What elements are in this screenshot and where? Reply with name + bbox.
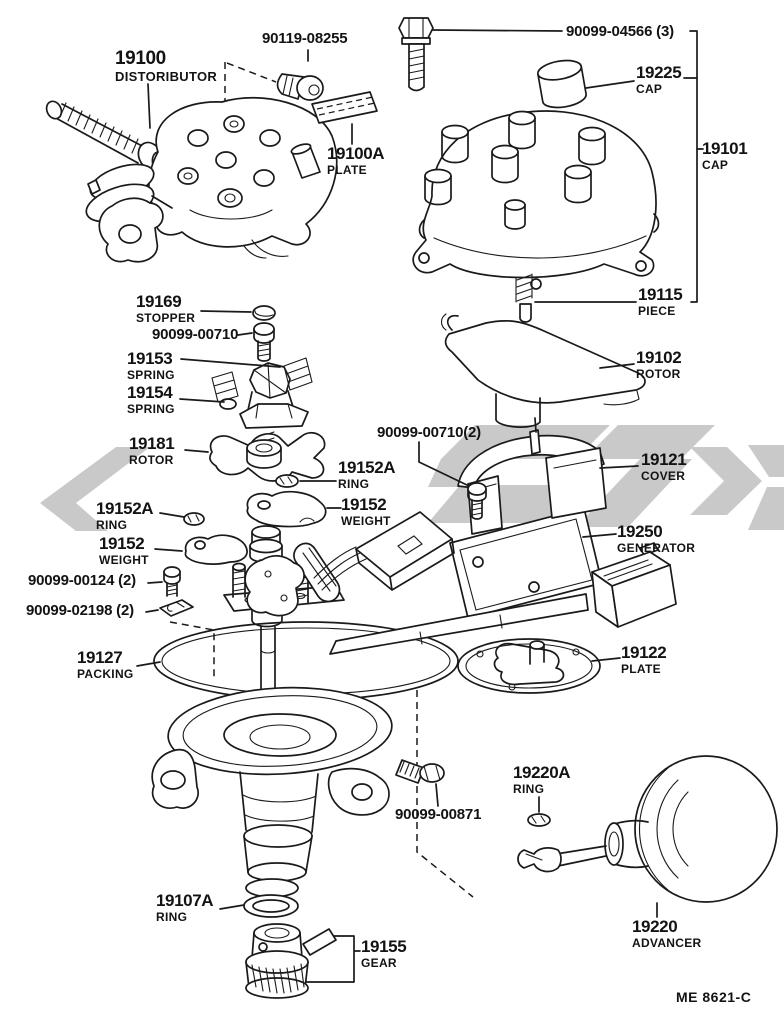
ring-19107a-drawing xyxy=(219,878,299,918)
bolt-00124-drawing xyxy=(147,566,181,597)
cap-19225-drawing xyxy=(536,59,587,109)
ring-19220a-drawing xyxy=(527,796,551,827)
weight-19152-right-drawing xyxy=(246,490,342,528)
gear-19155-drawing xyxy=(245,923,361,999)
advancer-19220-drawing xyxy=(517,755,778,918)
watermark xyxy=(40,425,784,531)
housing-drawing xyxy=(151,686,393,882)
bolt-04566-drawing xyxy=(398,17,704,303)
distributor-assembly-drawing xyxy=(45,83,338,263)
callout-90119-08255: 90119-08255 xyxy=(262,30,348,47)
callout-90099-02198: 90099-02198 (2) xyxy=(26,602,134,619)
callout-90099-00124: 90099-00124 (2) xyxy=(28,572,136,589)
bolt-00710-2-drawing xyxy=(418,441,487,520)
governor-shaft-drawing xyxy=(179,357,313,429)
callout-90099-00710: 90099-00710 xyxy=(152,326,239,343)
callout-90099-04566: 90099-04566 (3) xyxy=(566,23,674,40)
plate-19100a-drawing xyxy=(311,91,378,145)
callout-90099-00871: 90099-00871 xyxy=(395,806,482,823)
stopper-19169-drawing xyxy=(200,305,276,321)
rotor-19181-drawing xyxy=(184,431,326,482)
clip-02198-drawing xyxy=(145,599,194,617)
ring-19152a-right-drawing xyxy=(275,474,337,488)
drawing-code: ME 8621-C xyxy=(676,989,752,1005)
bolt-00710-drawing xyxy=(237,322,275,362)
cap-19101-drawing xyxy=(412,110,660,290)
callout-90099-00710-2: 90099-00710(2) xyxy=(377,424,481,441)
ring-19152a-left-drawing xyxy=(159,512,205,526)
plate-19122-drawing xyxy=(457,638,621,694)
piece-19115-drawing xyxy=(515,273,637,323)
rotor-19102-drawing xyxy=(440,313,646,428)
weight-19152-left-drawing xyxy=(154,534,248,565)
bolt-00871-drawing xyxy=(395,759,445,807)
bolt-08255-drawing xyxy=(276,49,324,101)
generator-19250-drawing xyxy=(244,507,677,655)
